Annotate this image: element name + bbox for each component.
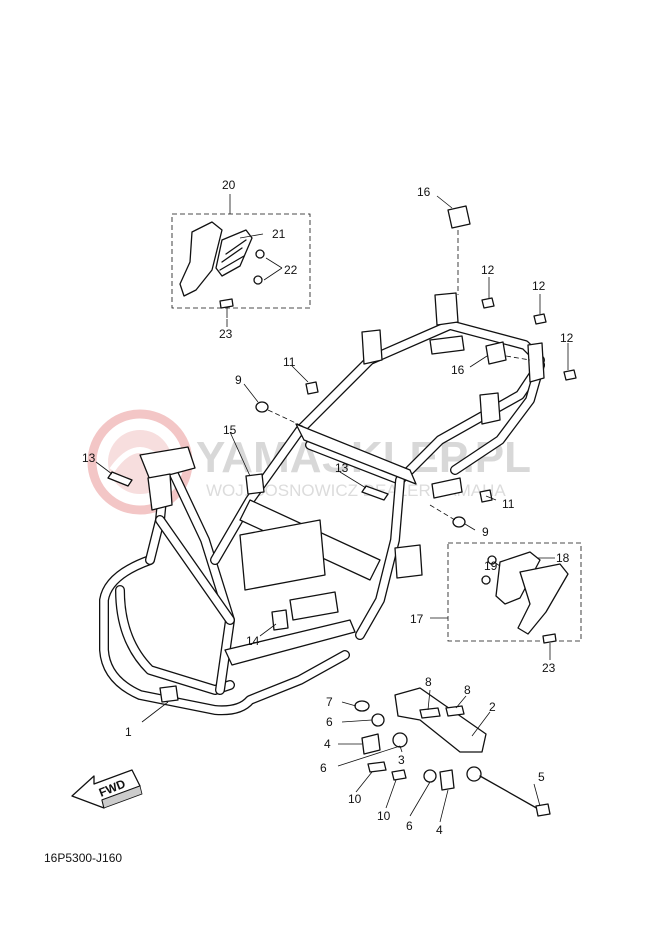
part-4-bush-a [361,733,381,755]
callout-7: 7 [326,695,333,709]
callout-17: 17 [410,612,424,626]
part-9-washer-b [452,516,466,528]
callout-8-b: 8 [464,683,471,697]
part-6-washer-b [423,769,437,783]
callout-9-b: 9 [482,525,489,539]
part-5-bolt-head [535,803,551,817]
part-22-screw-a [255,249,265,259]
callout-11-a: 11 [283,355,296,369]
callout-10-a: 10 [348,792,362,806]
part-22-screw-b [253,275,263,285]
callout-labels: 1 2 3 4 4 5 6 6 6 7 8 8 9 9 10 10 11 11 … [82,178,574,837]
callout-10-b: 10 [377,809,391,823]
callout-12-b: 12 [532,279,546,293]
part-5-long-bolt [479,775,541,811]
part-21-pad-ribs [219,239,247,271]
part-12-nut-a [481,297,495,309]
callout-15: 15 [223,423,237,437]
part-9-washer-a [255,401,269,413]
fwd-arrow: FWD [71,769,143,809]
part-15-clamp [245,473,265,495]
part-16-cap-top [447,205,471,229]
part-20-box [171,213,311,309]
callout-23-b: 23 [542,661,556,675]
part-6-washer-a [371,713,385,727]
part-8-bolt-a [419,707,441,719]
callout-3: 3 [398,753,405,767]
callout-6-b: 6 [320,761,327,775]
leader-lines [95,194,569,823]
callout-13-b: 13 [335,461,349,475]
part-10-bolt-a [367,761,387,773]
main-frame [99,292,545,716]
part-13-insert-center [361,485,389,501]
callout-16-b: 16 [451,363,465,377]
part-12-nut-c [563,369,577,381]
watermark-tagline: WOJ. SOSNOWICZ DEALER YAMAHA [206,481,506,500]
callout-11-b: 11 [502,497,515,511]
callout-16-a: 16 [417,185,431,199]
part-16-cap-right [485,341,507,365]
part-13-insert-left [107,471,133,487]
part-11-clip-a [305,381,319,395]
callout-8-a: 8 [425,675,432,689]
part-10-bolt-b [391,769,407,781]
callout-19: 19 [484,559,498,573]
part-12-nut-b [533,313,547,325]
callout-4-a: 4 [324,737,331,751]
callout-12-a: 12 [481,263,495,277]
part-23-bolt-top [219,298,234,309]
callout-13-a: 13 [82,451,96,465]
part-20-assembly [171,213,311,318]
callout-5: 5 [538,770,545,784]
part-17-footrest-right [517,563,569,635]
callout-6-a: 6 [326,715,333,729]
part-6-washer-c [466,766,482,782]
part-4-bush-b [439,769,455,791]
callout-6-c: 6 [406,819,413,833]
callout-20: 20 [222,178,236,192]
engine-mount-parts [354,687,551,817]
diagram-code: 16P5300-J160 [44,851,122,865]
small-parts [107,205,577,631]
callout-23-a: 23 [219,327,233,341]
part-8-bolt-b [445,705,465,717]
part-2-engine-bracket [394,687,487,753]
callout-14: 14 [246,634,260,648]
part-23-bolt-right [542,633,557,644]
callout-21: 21 [272,227,286,241]
part-14-grommet [271,609,289,631]
callout-1: 1 [125,725,132,739]
part-17-assembly [447,542,582,644]
callout-22: 22 [284,263,298,277]
callout-12-c: 12 [560,331,574,345]
part-18-pad [495,551,541,605]
part-20-footrest-left [179,221,223,297]
part-19-screw-b [481,575,491,585]
part-17-box [447,542,582,642]
callout-18: 18 [556,551,570,565]
part-3-collar [392,732,408,748]
part-7-collar [354,700,370,712]
callout-4-b: 4 [436,823,443,837]
callout-2: 2 [489,700,496,714]
callout-9-a: 9 [235,373,242,387]
